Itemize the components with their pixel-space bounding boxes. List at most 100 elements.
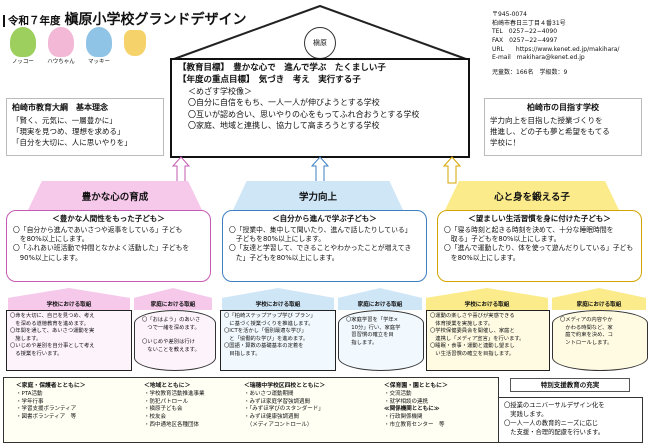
text-line: 令和７年度 — [3, 15, 61, 27]
text-line: 〇いじめや差別は行け — [142, 339, 195, 346]
text-line: 〇一人一人の教育的ニーズに応じ — [504, 420, 599, 428]
text-line: ・図書ボランティア 等 — [16, 414, 77, 421]
text-line: （メディアコントロール） — [244, 421, 313, 428]
text-line — [142, 332, 208, 339]
text-line: た支援・合理的配慮を行います。 — [504, 429, 605, 437]
text-line: 〇命を大切に、自己を見つめ、考え — [10, 313, 95, 319]
school-actions-body: 〇運動の楽しさや喜びが実感できる 体育授業を実施します。〇学校保健委員会を開催し… — [426, 310, 550, 371]
text-line: 〇学校保健委員会を開催し、家庭と — [430, 328, 515, 335]
text-line: ＜保育園・園とともに＞ — [384, 383, 448, 389]
community-col-family: ＜家庭・保護者とともに＞ ・PTA活動・学年行事・学習支援ボランティア・図書ボラ… — [16, 382, 86, 422]
text-line: 実践します。 — [504, 411, 548, 419]
text-line: ＜めざす学校像＞ — [188, 87, 252, 97]
text-line: つで一緒を深めます。 — [142, 324, 200, 331]
text-line: 〒945-0074 — [492, 11, 527, 18]
text-line: 目指します。 — [224, 350, 261, 357]
school-url-link[interactable]: URL https://www.kenet.ed.jp/makihara/ — [492, 45, 620, 53]
community-col-region: ＜地域とともに＞ ・学校教育活動推進事業・防犯パトロール・槇原子ども会・校友会・… — [144, 382, 205, 430]
text-line: 〇「友達と学習して、できることやわかったことが増えてき — [229, 244, 412, 253]
text-line: 〇「自分から進んであいさつや返事をしている」子ども — [13, 226, 183, 235]
text-line: 児童数：166名 学級数：9 — [492, 69, 568, 77]
text-line: 「自分を大切に、人に思いやりを」 — [12, 138, 132, 148]
city-target-school-box: 柏崎市の目指す学校 学力向上を目指した授業づくりを 推進し、どの子も夢と希望をも… — [484, 98, 642, 156]
pillar-header-academic: 学力向上 — [233, 181, 403, 210]
school-email-link[interactable]: E-mail makihara@kenet.ed.jp — [492, 54, 585, 62]
mascot-name: ノッコー — [12, 59, 34, 65]
text-line: ・防犯パトロール — [144, 398, 189, 405]
school-seal-icon: 槇原 — [304, 27, 336, 59]
pillar-panel-academic: ＜自分から進んで学ぶ子ども＞ 〇「授業中、集中して聞いたり、進んで話したりしてい… — [222, 210, 427, 282]
text-line: 【教育目標】 豊かな心で 進んで学ぶ たくましい子 — [178, 63, 386, 73]
text-line: ＜地域とともに＞ — [144, 383, 191, 389]
text-line: 推進し、どの子も夢と希望をもてる — [490, 127, 610, 137]
text-line: 90%以上にします。 — [13, 253, 82, 262]
text-line: 〇いじめや差別を自分事として考え — [10, 343, 95, 350]
school-actions-heart: 〇命を大切に、自己を見つめ、考え を深める道徳教育を進めます。〇年間を通して、あ… — [6, 310, 132, 371]
text-line: かわる時間など、家 — [560, 324, 613, 331]
text-line: 学力向上を目指した授業づくりを — [490, 115, 603, 125]
text-line: ・学校教育活動推進事業 — [144, 391, 205, 398]
text-line: 柏崎市教育大綱 基本理念 — [12, 103, 108, 112]
label-home-academic: 家庭における取組 — [338, 288, 422, 310]
text-line: を80%以上にします。 — [444, 253, 520, 262]
school-info: 〒945-0074 柏崎市春日三丁目４番31号 TEL 0257−22−4090… — [492, 11, 619, 78]
text-line: ＜豊かな人間性をもった子ども＞ — [52, 214, 165, 223]
text-line: ・学習支援ボランティア — [16, 406, 77, 413]
text-line: 連携し「メディア宣言」を行います。 — [430, 335, 525, 342]
text-line: ントロールします。 — [560, 339, 613, 346]
label-school-academic: 学校における取組 — [222, 288, 334, 310]
home-actions-body: 〇メディアの内容やか かわる時間など、家 庭で約束を決め、コ ントロールします。 — [552, 310, 648, 371]
text-line: 〇睡眠・食事・運動と連動し望まし — [430, 343, 515, 350]
text-line: 〇家庭学習を「学年× — [346, 317, 399, 323]
text-line: 体育授業を実施します。 — [430, 320, 494, 327]
home-actions-academic: 〇家庭学習を「学年× 10分」行い、家庭学 習習慣の確立を目 指します。 — [338, 310, 424, 371]
mascot-nokko-icon — [10, 27, 36, 57]
special-support-heading: 特別支援教育の充実 — [510, 378, 630, 392]
city-policy-box: 柏崎市教育大綱 基本理念 「賢く、元気に、一層豊かに」 「現実を見つめ、理想を求… — [6, 98, 164, 156]
text-line: ・あいさつ運動期間 — [244, 391, 294, 398]
text-line: 〇「寝る時刻と起きる時刻を決めて、十分な睡眠時間を — [444, 226, 614, 235]
text-line: い生活習慣の確立を目指します。 — [430, 350, 515, 357]
text-line: を80%以上にします。 — [13, 235, 89, 244]
text-line: ・西中通地区各種団体 — [144, 421, 200, 428]
text-line: 指します。 — [346, 339, 378, 346]
text-line: 〇ICTを活かし「個別最適な学び」 — [224, 328, 307, 335]
text-line: 〇自分に自信をもち、一人一人が伸びようとする学校 — [188, 98, 380, 108]
text-line: ＜瑞穂中学校区四校とともに＞ — [244, 383, 326, 389]
text-line: 〇「おはよう」のあいさ — [142, 317, 201, 323]
text-line: ＜自分から進んで学ぶ子ども＞ — [272, 214, 377, 223]
text-line: 〇家庭、地域と連携し、協力して高まろうとする学校 — [188, 120, 380, 130]
page-title: 令和７年度槇原小学校グランドデザイン — [3, 9, 247, 29]
text-line: ・校友会 — [144, 414, 167, 421]
text-line: 「賢く、元気に、一層豊かに」 — [12, 115, 117, 125]
text-line: TEL 0257−22−4090 — [492, 28, 558, 36]
text-line: ・槇原子ども会 — [144, 406, 183, 413]
text-line: 柏崎市春日三丁目４番31号 — [492, 19, 566, 27]
label-home-heart: 家庭における取組 — [134, 288, 212, 310]
text-line: ・みずほ健康強調週間 — [244, 414, 300, 421]
pillar-header-body: 心と身を鍛える子 — [445, 181, 619, 210]
text-line: 槇原小学校グランドデザイン — [64, 12, 247, 28]
text-line: を深める道徳教育を進めます。 — [10, 320, 89, 327]
text-line: 取る」子どもを80%以上にします。 — [444, 235, 561, 244]
text-line: 柏崎市の目指す学校 — [527, 103, 599, 112]
pillar-panel-heart: ＜豊かな人間性をもった子ども＞ 〇「自分から進んであいさつや返事をしている」子ど… — [6, 210, 211, 282]
text-line: 〇授業のユニバーサルデザイン化を — [504, 402, 605, 409]
text-line: ・みずほ家庭学習強調週間 — [244, 398, 311, 405]
text-line: FAX 0257−22−4997 — [492, 37, 558, 45]
text-line: ＜家庭・保護者とともに＞ — [16, 383, 86, 389]
text-line: 〇「授業中、集中して聞いたり、進んで話したりしている」 — [229, 226, 412, 235]
pillar-panel-body: ＜望ましい生活習慣を身に付けた子ども＞ 〇「寝る時刻と起きる時刻を決めて、十分な… — [437, 210, 642, 282]
text-line: ・学年行事 — [16, 398, 44, 405]
text-line: 10分」行い、家庭学 — [346, 324, 401, 331]
text-line: 施します。 — [10, 335, 42, 342]
text-line: ないことを教えます。 — [142, 346, 200, 353]
label-school-body: 学校における取組 — [426, 288, 548, 310]
text-line: ・交流活動 — [384, 391, 412, 398]
text-line: 〇「柏崎ステップアップ学び プラン」 — [224, 313, 316, 319]
text-line: ・行政関係機関 — [384, 414, 423, 421]
text-line: ・就学相談の連携 — [384, 398, 429, 405]
text-line: た」子どもを80%以上にします。 — [229, 253, 339, 262]
mascot-badge-icon — [124, 30, 146, 56]
community-partners-box: ＜家庭・保護者とともに＞ ・PTA活動・学年行事・学習支援ボランティア・図書ボラ… — [3, 377, 499, 443]
